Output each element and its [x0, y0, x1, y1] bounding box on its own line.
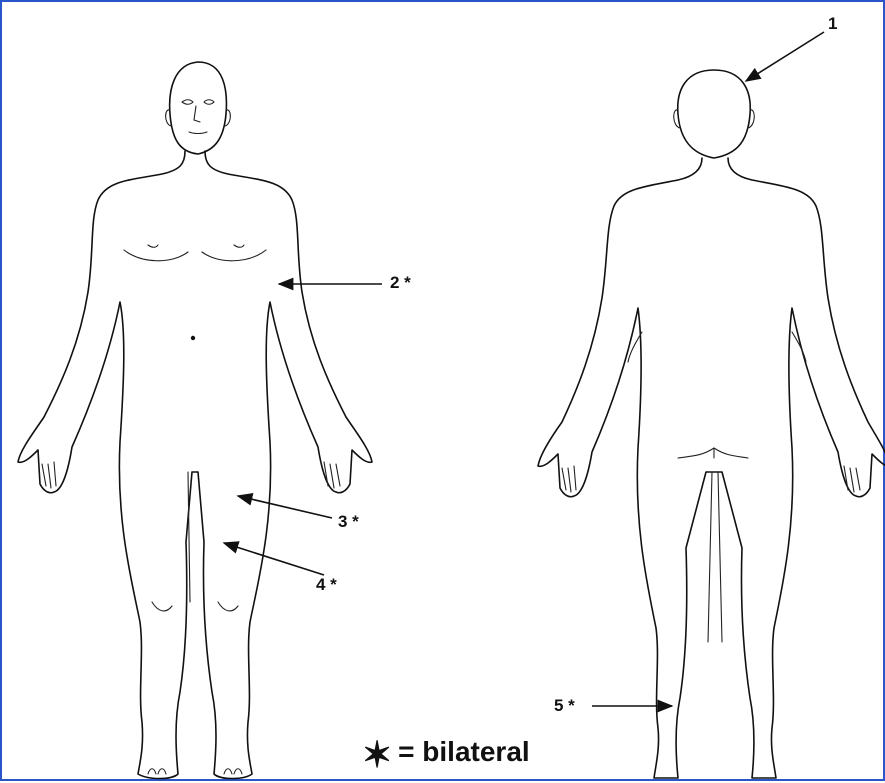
arrow-3	[238, 496, 332, 518]
label-5: 5 *	[554, 696, 575, 716]
arrow-4	[224, 543, 324, 575]
asterisk-icon: ✶	[362, 734, 392, 775]
front-body-figure	[18, 62, 372, 779]
back-body-figure	[538, 70, 885, 778]
bilateral-legend: ✶= bilateral	[362, 734, 530, 776]
label-3: 3 *	[338, 512, 359, 532]
label-2: 2 *	[390, 273, 411, 293]
label-4: 4 *	[316, 575, 337, 595]
legend-text: = bilateral	[398, 736, 530, 767]
label-1: 1	[828, 14, 837, 34]
arrow-1	[746, 32, 824, 81]
